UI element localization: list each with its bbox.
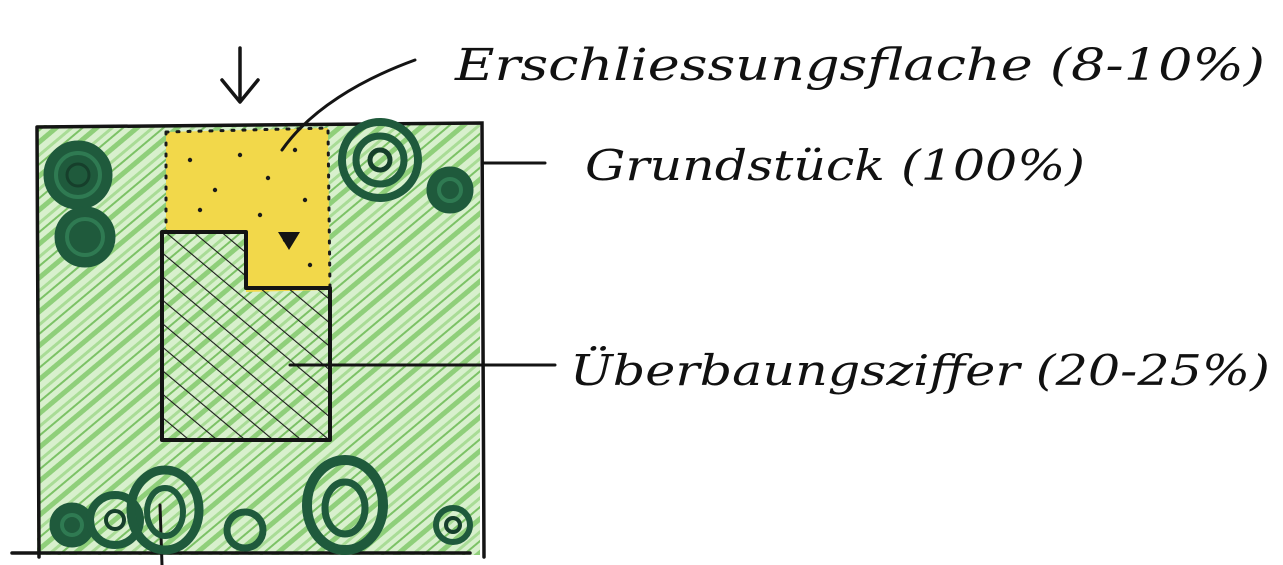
- building-footprint: [160, 230, 332, 442]
- trees: [43, 118, 474, 555]
- access-area-fill: [166, 128, 330, 292]
- down-arrow-icon: [220, 46, 260, 104]
- tree-icon: [223, 508, 267, 552]
- tree-icon: [338, 118, 422, 202]
- access-area: [164, 126, 332, 292]
- tree-icon: [426, 166, 474, 214]
- tree-icon: [54, 206, 116, 268]
- tree-icon: [433, 505, 473, 545]
- building-outline: [160, 230, 332, 442]
- access-area-leader: [280, 58, 417, 152]
- leader-lines: [280, 58, 557, 367]
- tree-icon: [126, 465, 204, 555]
- access-area-dotted-outline: [164, 126, 332, 292]
- triangle-down-icon: [278, 232, 300, 250]
- tree-icon: [43, 140, 113, 210]
- access-area-label: Erschliessungsflache (8-10%): [454, 40, 1265, 91]
- plot-label: Grundstück (100%): [585, 141, 1085, 190]
- tree-icon: [302, 455, 388, 555]
- coverage-label: Überbaungsziffer (20-25%): [570, 345, 1270, 395]
- plot-outline: [35, 121, 486, 559]
- tree-icon: [86, 491, 144, 549]
- building-hatch: [162, 232, 330, 440]
